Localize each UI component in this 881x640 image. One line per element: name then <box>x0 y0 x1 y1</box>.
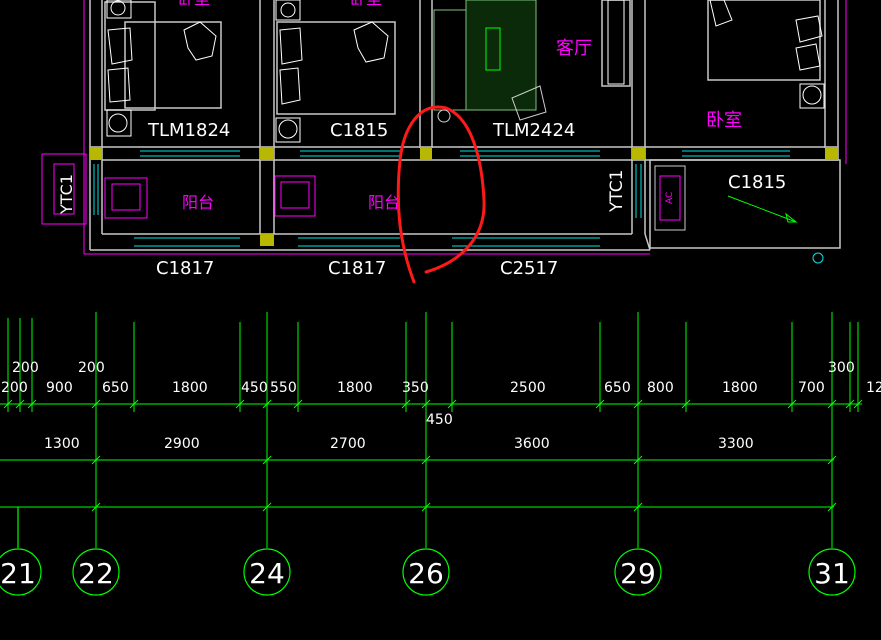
dim-row2-3: 1800 <box>172 380 208 396</box>
dim-row1-d: 12 <box>866 380 881 396</box>
axis-number-29: 29 <box>620 557 656 590</box>
dim-row2-5: 550 <box>270 380 297 396</box>
dim-row2-extra: 450 <box>426 412 453 428</box>
dimension-text-row1: 200 200 300 12 <box>12 360 881 396</box>
label-window-c2517: C2517 <box>500 258 558 279</box>
dim-row1-a: 200 <box>12 360 39 376</box>
dim-row2-7: 350 <box>402 380 429 396</box>
component-labels: TLM1824 C1815 TLM2424 C1815 YTC1 YTC1 C1… <box>57 120 786 279</box>
label-bedroom-top-left: 卧室 <box>178 0 210 8</box>
dim-row1-b: 200 <box>78 360 105 376</box>
axis-bubble-29 <box>614 548 662 596</box>
columns <box>90 147 838 246</box>
furniture <box>41 0 825 264</box>
dim-row2-4: 450 <box>241 380 268 396</box>
label-bedroom-top-mid: 卧室 <box>350 0 382 8</box>
dimension-text-row2: 200 900 650 1800 450 550 1800 350 2500 6… <box>1 380 825 428</box>
label-balcony-mid: 阳台 <box>368 193 400 212</box>
axis-numbers: 21 22 24 26 29 31 <box>0 557 850 590</box>
label-window-c1817-a: C1817 <box>156 258 214 279</box>
dim-row1-c: 300 <box>828 360 855 376</box>
label-door-tlm1824: TLM1824 <box>147 120 230 141</box>
label-door-tlm2424: TLM2424 <box>492 120 575 141</box>
dimension-lines <box>0 312 863 548</box>
axis-bubbles <box>0 507 856 596</box>
dim-row2-11: 1800 <box>722 380 758 396</box>
dim-row2-2: 650 <box>102 380 129 396</box>
axis-bubble-24 <box>243 548 291 596</box>
axis-number-22: 22 <box>78 557 114 590</box>
dim-row3-2: 2700 <box>330 436 366 452</box>
dim-row2-0: 200 <box>1 380 28 396</box>
label-ac: AC <box>665 192 675 204</box>
magenta-outline <box>83 0 847 255</box>
dim-row2-1: 900 <box>46 380 73 396</box>
label-ytc1-right: YTC1 <box>607 170 627 213</box>
dim-row2-9: 650 <box>604 380 631 396</box>
dim-row3-3: 3600 <box>514 436 550 452</box>
axis-number-24: 24 <box>249 557 285 590</box>
dim-row2-12: 700 <box>798 380 825 396</box>
windows <box>93 150 790 247</box>
red-annotation-circle <box>396 105 486 284</box>
label-window-c1815-mid: C1815 <box>330 120 388 141</box>
dim-row3-0: 1300 <box>44 436 80 452</box>
dim-row3-4: 3300 <box>718 436 754 452</box>
dimension-text-row3: 1300 2900 2700 3600 3300 <box>44 436 754 452</box>
dim-row2-10: 800 <box>647 380 674 396</box>
room-labels: 卧室 卧室 客厅 卧室 阳台 阳台 AC <box>178 0 742 212</box>
dim-row2-6: 1800 <box>337 380 373 396</box>
label-ytc1-left: YTC1 <box>57 174 76 215</box>
axis-number-21: 21 <box>0 557 36 590</box>
dim-row2-8: 2500 <box>510 380 546 396</box>
axis-bubble-21 <box>0 548 42 596</box>
axis-bubble-31 <box>808 548 856 596</box>
axis-number-31: 31 <box>814 557 850 590</box>
axis-bubble-22 <box>72 548 120 596</box>
label-window-c1815-right: C1815 <box>728 172 786 193</box>
axis-bubble-26 <box>402 548 450 596</box>
label-window-c1817-b: C1817 <box>328 258 386 279</box>
axis-number-26: 26 <box>408 557 444 590</box>
label-bedroom-right: 卧室 <box>706 110 742 131</box>
dim-row3-1: 2900 <box>164 436 200 452</box>
label-balcony-left: 阳台 <box>182 193 214 212</box>
label-living-room: 客厅 <box>556 38 592 59</box>
